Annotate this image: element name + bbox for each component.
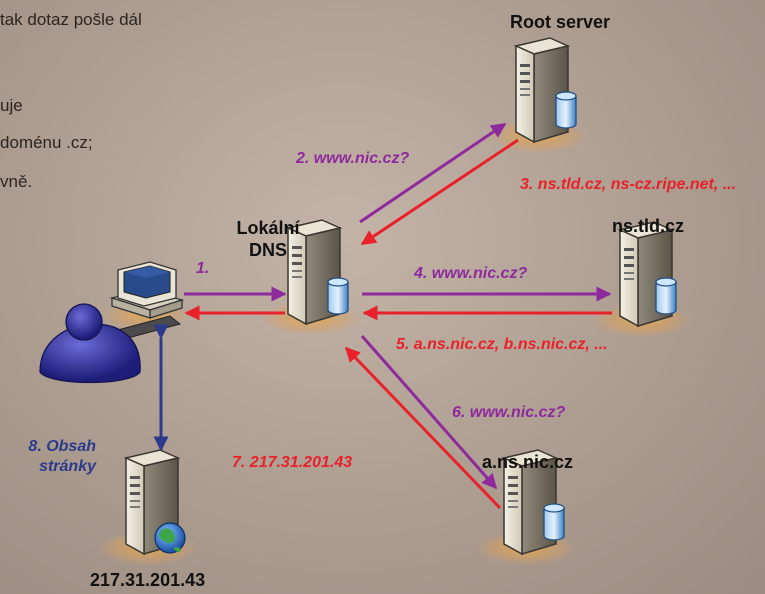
- database-icon: [543, 503, 565, 541]
- text-fragment: tak dotaz pošle dál: [0, 10, 142, 29]
- msg-6: 6. www.nic.cz?: [452, 404, 566, 421]
- msg-4: 4. www.nic.cz?: [414, 265, 528, 282]
- msg-3: 3. ns.tld.cz, ns-cz.ripe.net, ...: [520, 176, 737, 193]
- database-icon: [327, 277, 349, 315]
- user-icon: [39, 303, 141, 384]
- msg-5: 5. a.ns.nic.cz, b.ns.nic.cz, ...: [396, 336, 608, 353]
- arrow-6-query: [360, 335, 498, 490]
- tld-server-label: ns.tld.cz: [612, 216, 685, 236]
- local-dns-label-line1: Lokální: [236, 218, 300, 238]
- arrow-7-response: [344, 346, 502, 510]
- database-icon: [655, 277, 677, 315]
- computer-icon: [100, 261, 192, 339]
- msg-8-line1: 8. Obsah: [28, 438, 96, 455]
- msg-2: 2. www.nic.cz?: [296, 150, 410, 167]
- text-fragment: vně.: [0, 172, 33, 191]
- local-dns-label-line2: DNS: [248, 240, 287, 260]
- server-icon: [589, 221, 695, 339]
- msg-7: 7. 217.31.201.43: [232, 454, 353, 471]
- database-icon: [555, 91, 577, 129]
- msg-8-line2: stránky: [39, 458, 96, 475]
- arrow-3-response: [360, 138, 519, 246]
- auth-server-label: a.ns.nic.cz: [482, 452, 574, 472]
- msg-1: 1.: [196, 260, 210, 277]
- server-icon: [95, 449, 201, 567]
- web-server-label: 217.31.201.43: [90, 570, 206, 590]
- text-fragment: doménu .cz;: [0, 133, 93, 152]
- text-fragment: uje: [0, 96, 23, 115]
- root-server-label: Root server: [510, 12, 611, 32]
- globe-icon: [154, 522, 186, 554]
- arrow-2-query: [359, 122, 507, 224]
